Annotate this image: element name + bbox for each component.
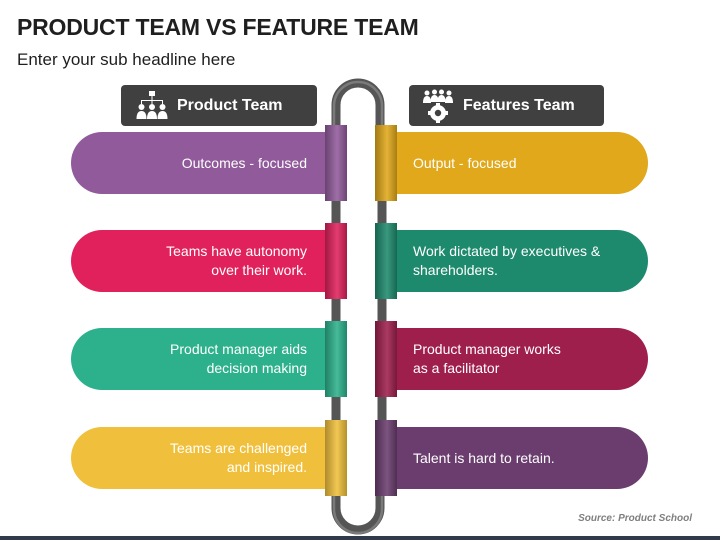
product-team-label: Product Team [177,96,283,114]
product-team-item-4: Teams are challenged and inspired. [71,427,347,489]
bottom-bar [0,536,720,540]
chain-link-tab [325,420,347,496]
item-text: Work dictated by executives & shareholde… [413,243,601,278]
product-team-item-1: Outcomes - focused [71,132,347,194]
chain-link-tab [375,420,397,496]
features-team-header: Features Team [409,85,604,126]
chain-link-tab [325,321,347,397]
item-text: Product manager works as a facilitator [413,341,561,376]
item-text: Product manager aids decision making [170,341,307,376]
chain-link-tab [375,321,397,397]
item-text: Talent is hard to retain. [413,449,555,466]
item-text: Teams have autonomy over their work. [166,243,307,278]
product-team-header: Product Team [121,85,317,126]
source-note: Source: Product School [578,513,692,524]
features-team-item-4: Talent is hard to retain. [375,427,648,489]
chain-link-tab [325,125,347,201]
chain-link-tab [375,223,397,299]
features-team-item-2: Work dictated by executives & shareholde… [375,230,648,292]
page-subtitle: Enter your sub headline here [17,50,236,69]
features-team-item-1: Output - focused [375,132,648,194]
item-text: Outcomes - focused [181,154,307,171]
chain-link-tab [325,223,347,299]
team-gear-icon [423,89,453,123]
features-team-label: Features Team [463,96,575,114]
page-title: PRODUCT TEAM VS FEATURE TEAM [17,14,419,40]
features-team-item-3: Product manager works as a facilitator [375,328,648,390]
item-text: Teams are challenged and inspired. [170,440,307,475]
item-text: Output - focused [413,154,517,171]
org-hierarchy-icon [136,90,168,119]
product-team-item-3: Product manager aids decision making [71,328,347,390]
product-team-item-2: Teams have autonomy over their work. [71,230,347,292]
chain-link-tab [375,125,397,201]
